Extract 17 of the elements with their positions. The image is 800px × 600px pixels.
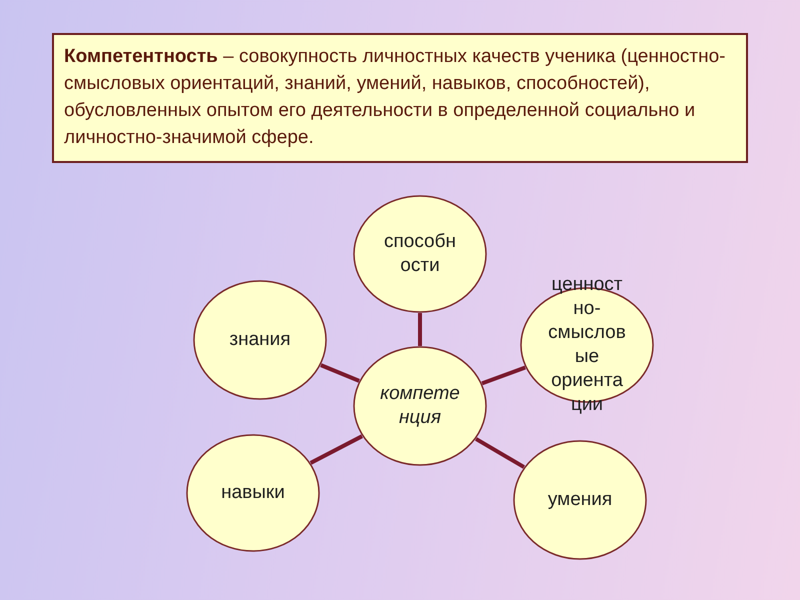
connector-line	[418, 313, 422, 346]
concept-label: знания	[229, 328, 291, 352]
concept-circle	[513, 440, 647, 560]
connector-line	[481, 366, 526, 386]
concept-circle	[353, 195, 487, 313]
concept-label: навыки	[221, 481, 285, 505]
definition-text: Компетентность – совокупность личностных качеств ученика (ценностно-смысловых ориентаций, знаний, умений, навыков, способностей), обусловленных опытом его деятельности в определенной социально и личностно-значимой сфере.	[64, 45, 727, 150]
connector-line	[475, 437, 525, 469]
connector-line	[310, 434, 363, 465]
concept-circle	[193, 280, 327, 400]
concept-label: способности	[382, 230, 457, 278]
concept-circle	[353, 346, 487, 466]
definition-box	[52, 33, 748, 163]
concept-circle	[186, 434, 320, 552]
connector-line	[320, 363, 360, 383]
concept-label: компетенция	[379, 382, 461, 430]
concept-label: умения	[548, 488, 612, 512]
